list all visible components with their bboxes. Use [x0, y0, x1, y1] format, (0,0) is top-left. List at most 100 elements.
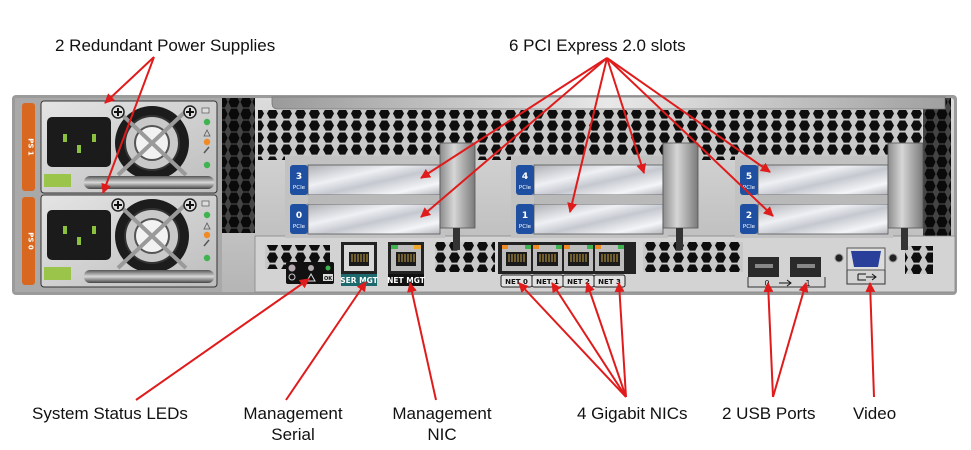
arrow-to-net-0: [518, 282, 627, 398]
arrow-to-ps1: [104, 56, 155, 104]
system-status-leds: OK: [286, 262, 334, 284]
arrow-to-pcie-4: [606, 57, 647, 174]
ac-inlet-0: [47, 210, 111, 260]
pcie-bracket: [307, 203, 441, 235]
ser-mgt-port: SER MGT: [340, 242, 379, 286]
ps1-label: PS 1: [27, 138, 35, 156]
net-port-label: NET 2: [567, 278, 590, 286]
pcie-bracket: [307, 164, 441, 196]
pcie-tag: [290, 204, 308, 234]
arrow-to-ser-mgt: [285, 281, 367, 401]
pcie-slot-number: 2: [746, 211, 752, 221]
rj45-jack: [537, 252, 558, 266]
ps1-tab: [22, 103, 35, 191]
power-supply-0: [40, 194, 218, 288]
net-port-label: NET 0: [505, 278, 528, 286]
arrow-to-video: [865, 282, 876, 398]
top-rail: [271, 96, 946, 110]
power-supply-1: [40, 100, 218, 194]
arrow-to-pcie-1: [567, 57, 608, 213]
pcie-tag-text: PCIe: [293, 224, 306, 230]
ac-inlet-1: [47, 117, 111, 167]
net-led-activity: [533, 245, 539, 249]
pcie-tag: [290, 165, 308, 195]
pcie-slot-number: 3: [296, 172, 302, 182]
callout-video: Video: [853, 404, 897, 423]
arrow-to-usb-1: [772, 282, 809, 398]
pcie-latch: [662, 142, 699, 229]
vent-right: [923, 98, 951, 238]
rj45-jack: [599, 252, 620, 266]
net-port-label: NET 3: [598, 278, 621, 286]
pcie-bracket: [757, 203, 889, 235]
psu-handle-1: [84, 176, 214, 189]
psu-release-0: [44, 267, 71, 280]
callout-mgmt-nic-line2: NIC: [427, 425, 457, 444]
video-icon: [857, 273, 877, 281]
arrow-to-net-3: [614, 282, 627, 398]
pcie-tag: [740, 204, 758, 234]
net-led-link: [525, 245, 531, 249]
usb-icon: [779, 279, 792, 287]
pcie-tag-text: PCIe: [519, 185, 532, 191]
pcie-slot-number: 0: [296, 211, 302, 221]
ok-label: OK: [324, 276, 333, 282]
net-port-label: NET 1: [536, 278, 559, 286]
callout-status-leds: System Status LEDs: [32, 404, 188, 423]
io-vent-3: [643, 242, 743, 272]
callout-usb-ports: 2 USB Ports: [722, 404, 816, 423]
net-led-link: [556, 245, 562, 249]
pcie-tag-text: PCIe: [519, 224, 532, 230]
pcie-tag: [516, 204, 534, 234]
net-port-1: NET 1: [531, 245, 564, 288]
ps0-label: PS 0: [27, 232, 35, 250]
net-mgt-port: NET MGT: [387, 242, 426, 286]
ps0-tab: [22, 197, 35, 285]
vent-upper: [258, 110, 922, 160]
vent-left: [222, 98, 255, 233]
pcie-bracket: [757, 164, 889, 196]
psu-release-1: [44, 174, 71, 187]
callout-mgmt-serial: Management Serial: [236, 403, 350, 445]
callout-power-supplies: 2 Redundant Power Supplies: [55, 36, 276, 55]
net-port-2: NET 2: [562, 245, 595, 288]
net-led-link: [587, 245, 593, 249]
pcie-tag-text: PCIe: [293, 185, 306, 191]
gigabit-nic-ports: NET 0 NET 1 NET 2 NET 3: [498, 242, 636, 288]
pcie-slot-number: 5: [746, 172, 752, 182]
pcie-latch: [887, 142, 924, 229]
pcie-tag-text: PCIe: [743, 185, 756, 191]
callout-mgmt-serial-line1: Management: [243, 404, 343, 423]
pcie-tag-text: PCIe: [743, 224, 756, 230]
rj45-jack: [506, 252, 527, 266]
arrow-to-pcie-0: [420, 57, 608, 218]
pcie-slot-number: 4: [522, 172, 528, 182]
callout-mgmt-nic-line1: Management: [392, 404, 492, 423]
arrow-to-pcie-3: [420, 57, 608, 179]
callout-mgmt-nic: Management NIC: [385, 403, 499, 445]
net-port-3: NET 3: [593, 245, 626, 288]
arrow-to-status-leds: [135, 278, 310, 401]
arrow-to-usb-0: [763, 282, 774, 398]
pcie-slot-number: 1: [522, 211, 528, 221]
pcie-tag: [516, 165, 534, 195]
callout-mgmt-serial-line2: Serial: [271, 425, 315, 444]
net-led-activity: [595, 245, 601, 249]
callout-pcie-slots: 6 PCI Express 2.0 slots: [509, 36, 686, 55]
io-vent-4: [905, 246, 933, 274]
ser-mgt-label: SER MGT: [340, 276, 378, 285]
callout-arrows: [101, 56, 876, 401]
io-vent-2: [435, 242, 495, 272]
arrow-to-net-mgt: [407, 282, 437, 401]
net-led-link: [618, 245, 624, 249]
arrow-to-net-1: [551, 282, 627, 398]
